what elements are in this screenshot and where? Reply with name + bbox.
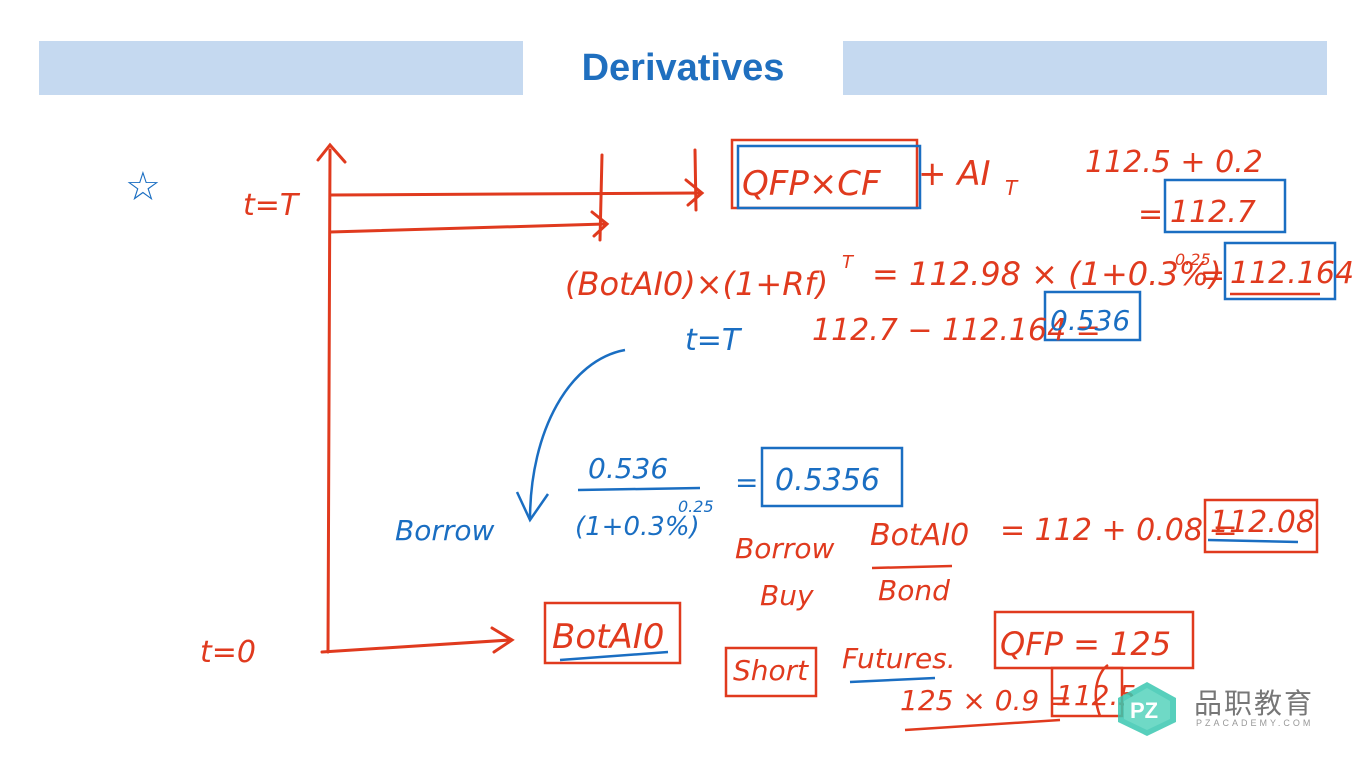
underline-112-08 — [1207, 538, 1299, 544]
red-notes: t=T t=0 QFP×CF + AI T 112.5 + 0.2 = 112.… — [200, 145, 1354, 717]
timeline-axes — [316, 142, 705, 654]
bracket-calc — [1094, 663, 1109, 717]
box-0-536 — [1043, 290, 1142, 342]
label-futures: Futures. — [842, 642, 956, 675]
box-0-5356 — [760, 446, 904, 508]
value-0-536: 0.536 — [1050, 304, 1130, 337]
arrowhead-botai — [490, 626, 515, 654]
logo-mark: PZ — [1130, 698, 1158, 723]
star-mark: ☆ — [125, 164, 161, 210]
fraction-exponent: 0.25 — [678, 497, 714, 516]
arrow-to-botai — [320, 638, 512, 654]
box-short — [724, 646, 818, 698]
calc-left: 125 × 0.9 = — [900, 684, 1072, 717]
box-112-164 — [1223, 241, 1337, 301]
logo-chinese-text: 品职教育 — [1194, 687, 1315, 720]
fraction-numerator: 0.536 — [588, 452, 668, 485]
arrow-to-T — [328, 191, 702, 197]
value-112-164: 112.164 — [1230, 256, 1354, 291]
label-t-T-top: t=T — [243, 188, 301, 223]
tick-mid — [598, 153, 604, 242]
sum-top: 112.5 + 0.2 — [1085, 145, 1263, 180]
brand-logo: PZ 品职教育 PZACADEMY.COM — [1112, 678, 1342, 738]
eq-future: = — [1200, 258, 1225, 293]
axis-arrowhead — [316, 142, 347, 164]
label-t-T-mid: t=T — [685, 323, 743, 358]
diff-expression: 112.7 − 112.164 = — [812, 313, 1101, 348]
future-exp2: 0.25 — [1175, 250, 1211, 269]
arrowhead-T — [684, 178, 705, 207]
header-band-left — [39, 41, 523, 95]
future-exp: T — [842, 252, 855, 273]
curved-arrowhead — [515, 491, 550, 523]
eq-top: = — [1138, 197, 1163, 232]
label-botai-bottom: BotAI0 — [552, 617, 664, 657]
label-bond: Bond — [878, 574, 950, 607]
logo-english-text: PZACADEMY.COM — [1196, 718, 1314, 728]
underline-botai — [559, 650, 669, 662]
box-112-7 — [1163, 178, 1287, 234]
header-band-right — [843, 41, 1327, 95]
box-qfp-cf-blue — [736, 144, 922, 210]
formula-ai: + AI — [918, 154, 991, 194]
highlight-boxes — [543, 138, 1337, 718]
value-0-5356: 0.5356 — [775, 463, 880, 498]
fraction-denominator: (1+0.3%) — [575, 512, 700, 542]
label-borrow-blue: Borrow — [395, 514, 494, 547]
future-eq: = 112.98 × (1+0.3%) — [872, 255, 1222, 293]
curved-arrow — [528, 348, 626, 521]
box-112-5 — [1050, 666, 1124, 718]
fraction-line — [577, 486, 701, 492]
tick-T — [693, 148, 698, 212]
future-formula: (BotAI0)×(1+Rf) — [565, 265, 828, 303]
formula-ai-sub: T — [1005, 176, 1019, 200]
arrow-to-mid — [328, 222, 607, 234]
arrowhead-mid — [590, 210, 610, 238]
underlines — [559, 292, 1320, 732]
underline-futures — [849, 676, 936, 684]
fraction-eq: = — [735, 466, 758, 499]
underline-botai-mid — [871, 564, 953, 570]
vertical-axis — [326, 148, 332, 654]
label-borrow-red: Borrow — [735, 532, 834, 565]
value-112-08: 112.08 — [1210, 505, 1315, 540]
underline-calc — [904, 718, 1061, 732]
label-t-0: t=0 — [200, 635, 256, 670]
box-112-08 — [1203, 498, 1319, 554]
botai-eq: = 112 + 0.08 = — [1000, 513, 1238, 548]
box-botai-bottom — [543, 601, 682, 665]
label-qfp-125: QFP = 125 — [1000, 625, 1171, 663]
label-buy: Buy — [760, 579, 814, 612]
label-short: Short — [733, 654, 809, 687]
formula-qfp-cf: QFP×CF — [742, 164, 881, 204]
label-botai: BotAI0 — [870, 518, 969, 553]
value-112-7: 112.7 — [1170, 195, 1256, 230]
pz-logo-icon: PZ — [1118, 682, 1176, 736]
blue-notes: ☆ t=T 0.536 Borrow 0.536 (1+0.3%) 0.25 =… — [125, 164, 1130, 547]
page-title: Derivatives — [581, 47, 785, 89]
